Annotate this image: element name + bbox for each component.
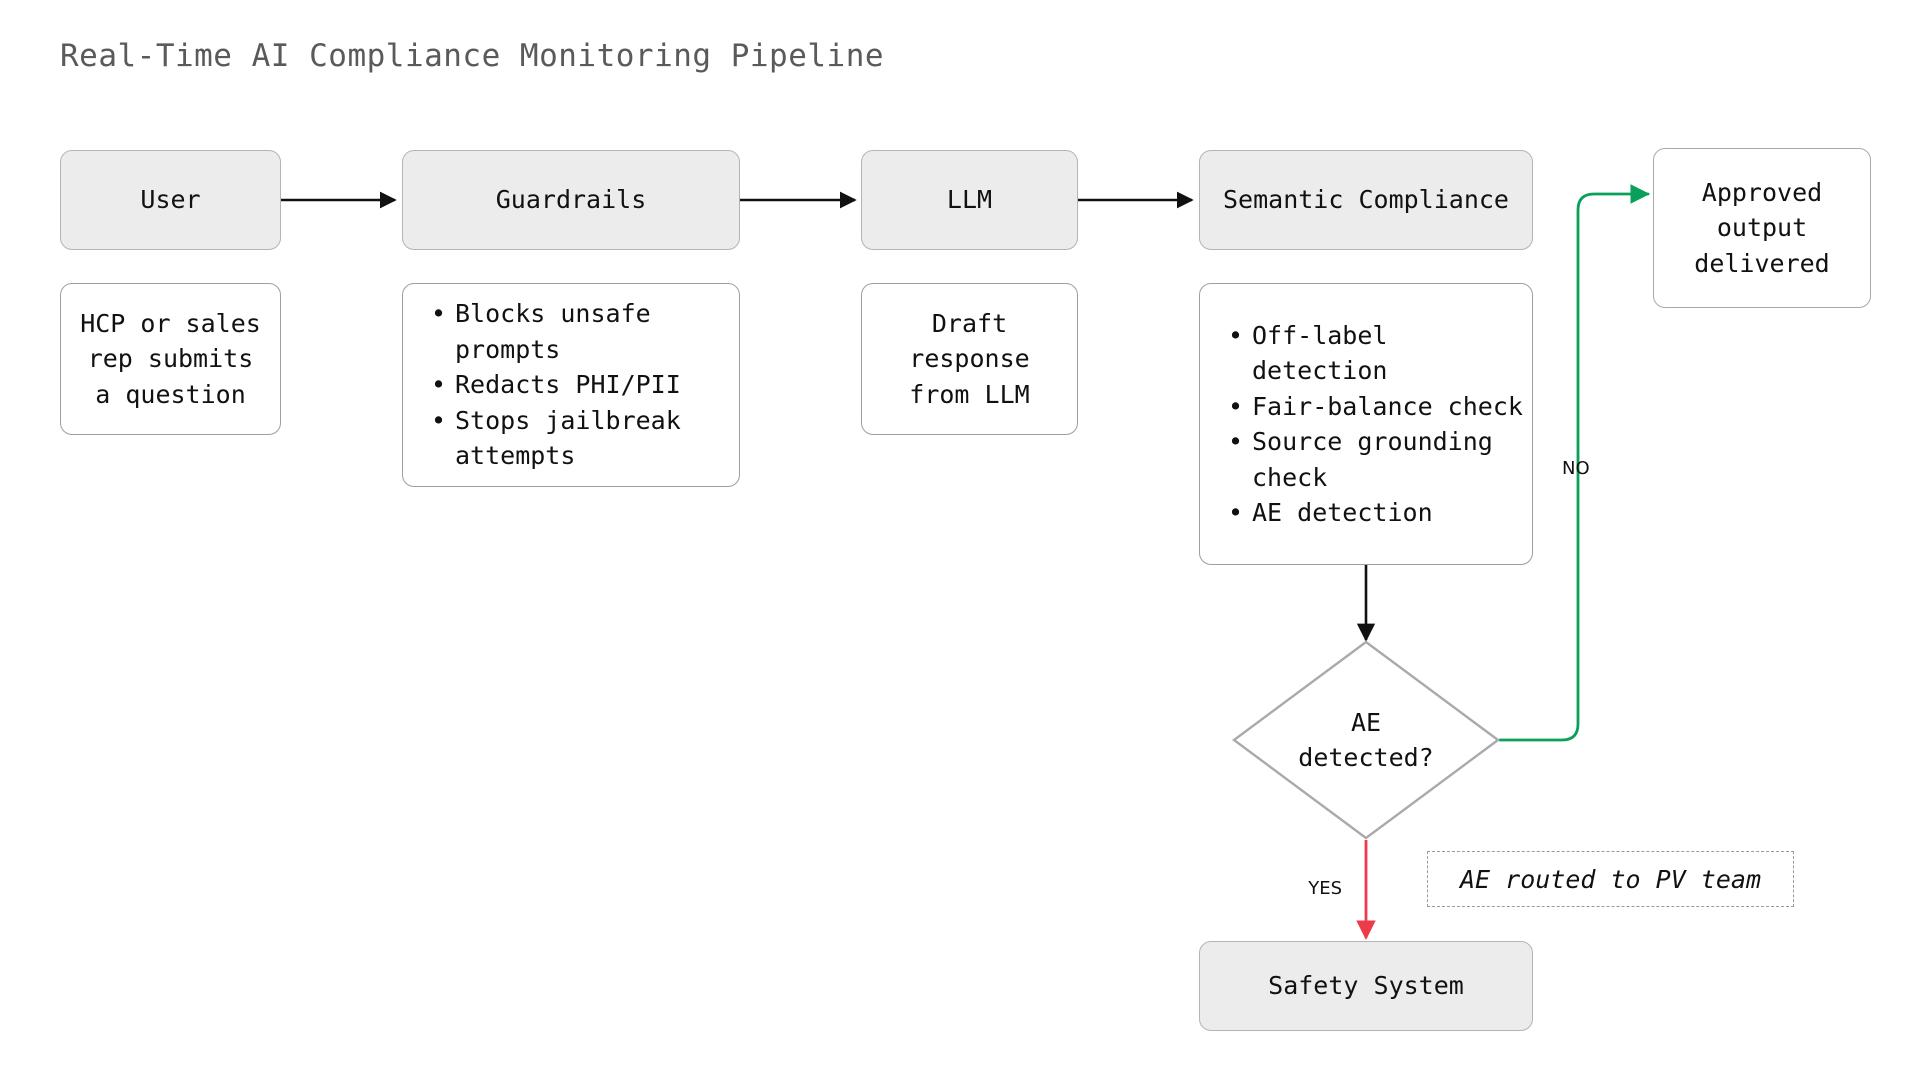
node-user-label: User — [140, 185, 201, 215]
node-guardrails-label: Guardrails — [495, 185, 647, 215]
list-item: Fair-balance check — [1226, 389, 1532, 425]
node-approved-output-label: Approved output delivered — [1694, 177, 1830, 278]
node-llm-label: LLM — [946, 185, 993, 215]
page-title: Real-Time AI Compliance Monitoring Pipel… — [60, 38, 885, 74]
edge-label-no: NO — [1562, 458, 1590, 479]
node-semantic-compliance[interactable]: Semantic Compliance — [1199, 150, 1533, 250]
node-semantic-compliance-label: Semantic Compliance — [1223, 185, 1509, 215]
list-item: Off-label detection — [1226, 318, 1532, 389]
detail-semantic-compliance-list: Off-label detectionFair-balance checkSou… — [1200, 318, 1532, 531]
node-decision[interactable]: AE detected? — [1231, 640, 1501, 840]
node-decision-label: AE detected? — [1298, 707, 1434, 773]
list-item: AE detection — [1226, 495, 1532, 531]
list-item: Blocks unsafe prompts — [429, 296, 739, 367]
note-ae-routed: AE routed to PV team — [1427, 851, 1794, 907]
detail-llm-text: Draft response from LLM — [909, 308, 1030, 409]
note-ae-routed-text: AE routed to PV team — [1459, 864, 1762, 894]
list-item: Stops jailbreak attempts — [429, 403, 739, 474]
detail-guardrails-list: Blocks unsafe promptsRedacts PHI/PIIStop… — [403, 296, 739, 474]
node-safety-system-label: Safety System — [1268, 971, 1464, 1001]
list-item: Redacts PHI/PII — [429, 367, 739, 403]
node-llm[interactable]: LLM — [861, 150, 1078, 250]
detail-llm: Draft response from LLM — [861, 283, 1078, 435]
list-item: Source grounding check — [1226, 424, 1532, 495]
detail-semantic-compliance: Off-label detectionFair-balance checkSou… — [1199, 283, 1533, 565]
detail-user-text: HCP or sales rep submits a question — [80, 308, 261, 409]
decision-diamond-shape — [1231, 640, 1501, 840]
node-approved-output[interactable]: Approved output delivered — [1653, 148, 1871, 308]
node-safety-system[interactable]: Safety System — [1199, 941, 1533, 1031]
detail-guardrails: Blocks unsafe promptsRedacts PHI/PIIStop… — [402, 283, 740, 487]
node-guardrails[interactable]: Guardrails — [402, 150, 740, 250]
detail-user: HCP or sales rep submits a question — [60, 283, 281, 435]
node-user[interactable]: User — [60, 150, 281, 250]
edge-label-yes: YES — [1308, 878, 1342, 899]
